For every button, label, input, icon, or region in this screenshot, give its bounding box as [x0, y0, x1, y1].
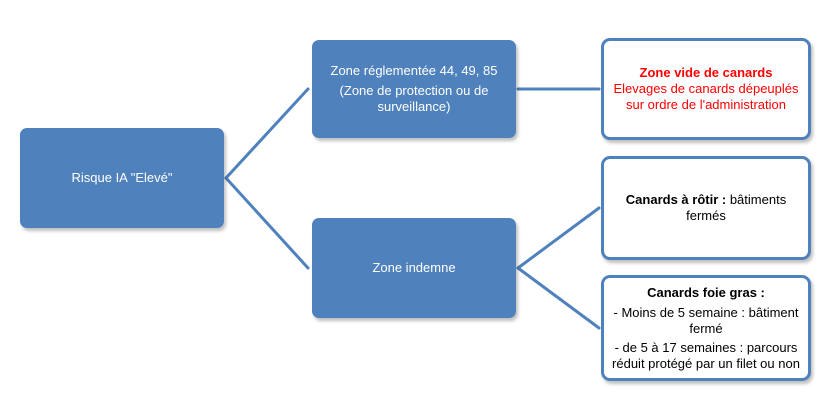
node-zone-reglementee: Zone réglementée 44, 49, 85 (Zone de pro… — [312, 40, 516, 138]
canards-foie-gras-item1: - Moins de 5 semaine : bâtiment fermé — [613, 304, 799, 336]
connector-zone-indemne-to-canards-rotir — [516, 206, 601, 270]
connector-zone-indemne-to-canards-foie-gras — [516, 266, 601, 330]
canards-rotir-title: Canards à rôtir : — [625, 192, 727, 207]
connector-risque-to-zone-reglementee — [224, 87, 310, 180]
node-risque-label: Risque IA "Elevé" — [71, 170, 173, 185]
node-canards-foie-gras: Canards foie gras : - Moins de 5 semaine… — [601, 275, 811, 381]
node-zone-indemne: Zone indemne — [312, 218, 516, 318]
canards-rotir-paragraph: Canards à rôtir : bâtiments fermés — [612, 192, 800, 224]
zone-reglementee-line2: (Zone de protection ou de surveillance) — [339, 83, 489, 114]
connector-risque-to-zone-indemne — [224, 176, 310, 270]
canards-foie-gras-title: Canards foie gras : — [647, 284, 765, 300]
zone-indemne-label: Zone indemne — [372, 260, 456, 275]
canards-foie-gras-item2: - de 5 à 17 semaines : parcours réduit p… — [612, 339, 800, 371]
node-canards-a-rotir: Canards à rôtir : bâtiments fermés — [601, 156, 811, 260]
node-zone-vide-de-canards: Zone vide de canards Elevages de canards… — [601, 38, 811, 140]
zone-vide-title: Zone vide de canards — [639, 65, 773, 80]
node-risque-ia-eleve: Risque IA "Elevé" — [20, 128, 224, 228]
canards-rotir-text: bâtiments fermés — [686, 192, 787, 223]
zone-vide-text: Elevages de canards dépeuplés sur ordre … — [613, 81, 799, 112]
zone-reglementee-line1: Zone réglementée 44, 49, 85 — [330, 63, 498, 78]
